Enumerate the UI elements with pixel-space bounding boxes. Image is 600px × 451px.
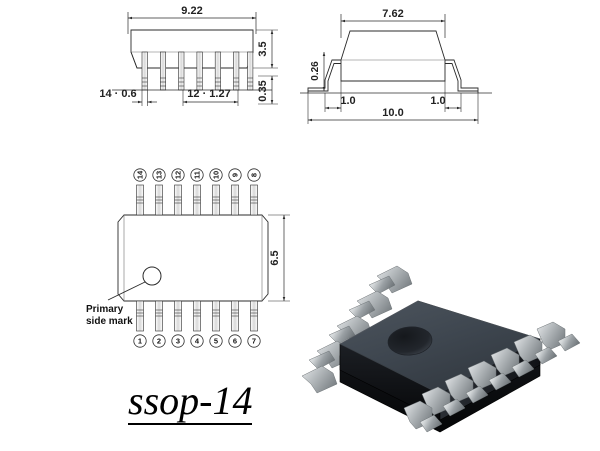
pin-number-1: 1 xyxy=(133,334,147,348)
top-plan-view: 14 13 12 11 10 9 8 xyxy=(86,168,290,348)
side-elevation-view: 7.62 0.26 1.0 1.0 xyxy=(300,8,492,124)
pin-number-5: 5 xyxy=(209,334,223,348)
package-side-outline xyxy=(340,30,446,82)
primary-side-mark-label-line2: side mark xyxy=(86,316,133,327)
pin-number-row-bottom: 1 2 3 4 5 6 7 xyxy=(133,334,261,348)
dim-lead-width: 14 · 0.6 xyxy=(99,88,136,100)
svg-text:3: 3 xyxy=(176,337,180,346)
package-plan-outline xyxy=(117,214,269,302)
pin-number-12: 12 xyxy=(171,168,185,182)
svg-text:9: 9 xyxy=(231,173,240,177)
svg-text:10: 10 xyxy=(212,171,221,179)
chip-render-svg xyxy=(301,265,581,433)
svg-text:13: 13 xyxy=(155,171,164,179)
ssop-14-3d-render xyxy=(300,196,600,451)
pin-number-2: 2 xyxy=(152,334,166,348)
pin-number-11: 11 xyxy=(190,168,204,182)
dim-body-depth: 6.5 xyxy=(269,250,281,265)
pin-number-3: 3 xyxy=(171,334,185,348)
pin1-dimple-marker xyxy=(387,326,433,356)
svg-text:2: 2 xyxy=(157,337,161,346)
lead-pin xyxy=(301,365,338,394)
svg-text:11: 11 xyxy=(193,171,202,179)
lead-pin xyxy=(403,400,443,433)
svg-text:4: 4 xyxy=(195,337,200,346)
lead-pin xyxy=(513,334,558,365)
dim-body-height: 3.5 xyxy=(257,41,269,56)
front-elevation-view: 9.22 xyxy=(99,5,278,106)
pin-number-9: 9 xyxy=(228,168,242,182)
primary-side-mark-leader xyxy=(107,281,146,301)
pin-number-row-top: 14 13 12 11 10 9 8 xyxy=(133,168,261,182)
pin-number-6: 6 xyxy=(228,334,242,348)
lead-pin xyxy=(467,360,512,391)
lead-row-top xyxy=(136,184,258,216)
svg-text:8: 8 xyxy=(250,173,259,177)
lead-gullwing-right xyxy=(445,59,479,93)
svg-text:5: 5 xyxy=(214,337,218,346)
lead-pin xyxy=(348,290,393,320)
lead-pin xyxy=(536,321,581,352)
svg-text:14: 14 xyxy=(136,170,145,179)
svg-text:6: 6 xyxy=(233,337,237,346)
dim-lead-foot-left: 1.0 xyxy=(340,95,355,107)
dim-lead-standoff: 0.35 xyxy=(257,80,269,101)
dim-lead-thickness: 0.26 xyxy=(310,61,321,81)
lead-group-right xyxy=(403,321,581,433)
lead-group-front xyxy=(141,51,254,91)
primary-side-mark-label-line1: Primary xyxy=(86,304,124,315)
dim-lead-foot-right: 1.0 xyxy=(430,95,445,107)
pin-number-14: 14 xyxy=(133,168,147,182)
svg-text:1: 1 xyxy=(138,337,142,346)
pin-number-10: 10 xyxy=(209,168,223,182)
lead-pin xyxy=(368,265,413,295)
pin-number-13: 13 xyxy=(152,168,166,182)
page-title: ssop-14 xyxy=(128,378,253,425)
pin-number-7: 7 xyxy=(247,334,261,348)
pin-number-4: 4 xyxy=(190,334,204,348)
dim-body-length: 7.62 xyxy=(382,8,403,20)
dim-body-width: 9.22 xyxy=(181,5,202,17)
svg-text:12: 12 xyxy=(174,171,183,179)
pin-number-8: 8 xyxy=(247,168,261,182)
lead-row-bottom xyxy=(136,300,258,332)
svg-text:7: 7 xyxy=(252,337,256,346)
primary-side-mark-circle xyxy=(142,266,162,286)
dim-overall-length: 10.0 xyxy=(382,107,403,119)
dim-lead-pitch: 12 · 1.27 xyxy=(187,88,230,100)
lead-pin xyxy=(444,373,489,404)
lead-pin xyxy=(490,347,535,378)
